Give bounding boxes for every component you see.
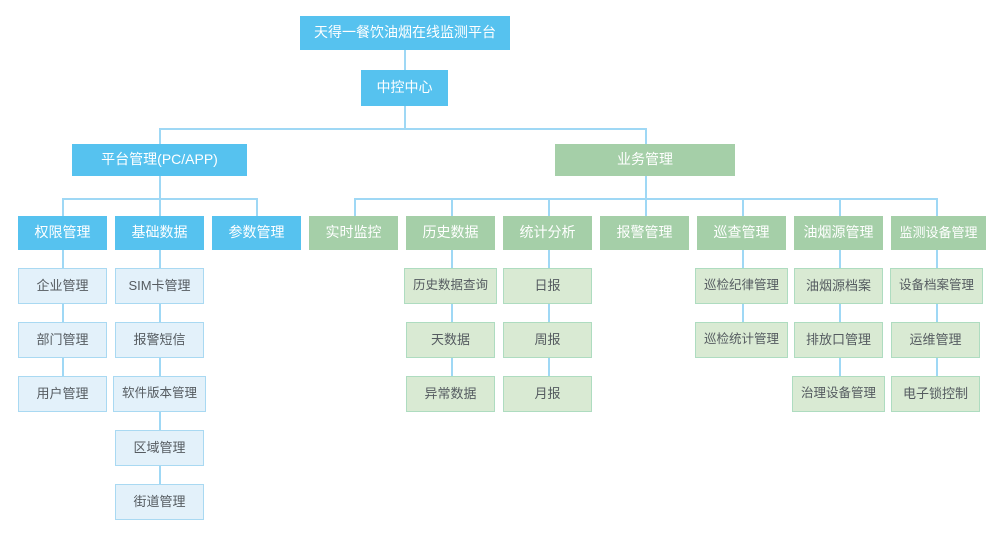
- node-electronic-lock-control[interactable]: 电子锁控制: [891, 376, 980, 412]
- node-col-parameter-management[interactable]: 参数管理: [212, 216, 301, 250]
- connector-basedata-5: [159, 466, 161, 484]
- connector-history-1: [451, 250, 453, 268]
- node-col-alarm-management[interactable]: 报警管理: [600, 216, 689, 250]
- node-device-archive-management[interactable]: 设备档案管理: [890, 268, 983, 304]
- connector-root-to-center: [404, 50, 406, 70]
- connector-to-col-device: [936, 198, 938, 216]
- node-col-base-data[interactable]: 基础数据: [115, 216, 204, 250]
- node-street-management[interactable]: 街道管理: [115, 484, 204, 520]
- connector-permission-2: [62, 304, 64, 322]
- connector-branch-bar: [160, 128, 646, 130]
- node-discharge-outlet-management[interactable]: 排放口管理: [794, 322, 883, 358]
- node-col-patrol-management[interactable]: 巡查管理: [697, 216, 786, 250]
- node-patrol-statistics-management[interactable]: 巡检统计管理: [695, 322, 788, 358]
- connector-source-3: [839, 358, 841, 376]
- node-treatment-device-management[interactable]: 治理设备管理: [792, 376, 885, 412]
- node-col-fume-source-management[interactable]: 油烟源管理: [794, 216, 883, 250]
- node-col-monitoring-device-management[interactable]: 监测设备管理: [891, 216, 986, 250]
- node-sim-card-management[interactable]: SIM卡管理: [115, 268, 204, 304]
- node-region-management[interactable]: 区域管理: [115, 430, 204, 466]
- connector-stats-1: [548, 250, 550, 268]
- connector-to-branch-right: [645, 128, 647, 144]
- connector-center-down: [404, 106, 406, 128]
- connector-basedata-3: [159, 358, 161, 376]
- connector-to-branch-left: [159, 128, 161, 144]
- connector-stats-3: [548, 358, 550, 376]
- connector-to-col-permission: [62, 198, 64, 216]
- node-department-management[interactable]: 部门管理: [18, 322, 107, 358]
- node-daily-report[interactable]: 日报: [503, 268, 592, 304]
- connector-stats-2: [548, 304, 550, 322]
- connector-source-2: [839, 304, 841, 322]
- connector-device-1: [936, 250, 938, 268]
- connector-device-2: [936, 304, 938, 322]
- connector-history-2: [451, 304, 453, 322]
- node-user-management[interactable]: 用户管理: [18, 376, 107, 412]
- node-abnormal-data[interactable]: 异常数据: [406, 376, 495, 412]
- connector-basedata-1: [159, 250, 161, 268]
- node-weekly-report[interactable]: 周报: [503, 322, 592, 358]
- node-history-data-query[interactable]: 历史数据查询: [404, 268, 497, 304]
- connector-branchright-down: [645, 176, 647, 198]
- connector-branchleft-down: [159, 176, 161, 198]
- node-col-permission-management[interactable]: 权限管理: [18, 216, 107, 250]
- connector-to-col-basedata: [159, 198, 161, 216]
- connector-device-3: [936, 358, 938, 376]
- node-patrol-discipline-management[interactable]: 巡检纪律管理: [695, 268, 788, 304]
- node-day-data[interactable]: 天数据: [406, 322, 495, 358]
- node-branch-business-management[interactable]: 业务管理: [555, 144, 735, 176]
- node-branch-platform-management[interactable]: 平台管理(PC/APP): [72, 144, 247, 176]
- node-col-realtime-monitoring[interactable]: 实时监控: [309, 216, 398, 250]
- connector-permission-3: [62, 358, 64, 376]
- node-center[interactable]: 中控中心: [361, 70, 448, 106]
- connector-to-col-stats: [548, 198, 550, 216]
- connector-source-1: [839, 250, 841, 268]
- connector-to-col-patrol: [742, 198, 744, 216]
- connector-to-col-source: [839, 198, 841, 216]
- node-enterprise-management[interactable]: 企业管理: [18, 268, 107, 304]
- connector-history-3: [451, 358, 453, 376]
- connector-permission-1: [62, 250, 64, 268]
- node-root[interactable]: 天得一餐饮油烟在线监测平台: [300, 16, 510, 50]
- connector-to-col-params: [256, 198, 258, 216]
- connector-patrol-1: [742, 250, 744, 268]
- connector-to-col-history: [451, 198, 453, 216]
- node-software-version-management[interactable]: 软件版本管理: [113, 376, 206, 412]
- node-col-history-data[interactable]: 历史数据: [406, 216, 495, 250]
- connector-basedata-4: [159, 412, 161, 430]
- node-alarm-sms[interactable]: 报警短信: [115, 322, 204, 358]
- node-operation-maintenance-management[interactable]: 运维管理: [891, 322, 980, 358]
- connector-to-col-realtime: [354, 198, 356, 216]
- connector-to-col-alarm: [645, 198, 647, 216]
- connector-basedata-2: [159, 304, 161, 322]
- node-fume-source-archive[interactable]: 油烟源档案: [794, 268, 883, 304]
- node-monthly-report[interactable]: 月报: [503, 376, 592, 412]
- connector-patrol-2: [742, 304, 744, 322]
- node-col-statistical-analysis[interactable]: 统计分析: [503, 216, 592, 250]
